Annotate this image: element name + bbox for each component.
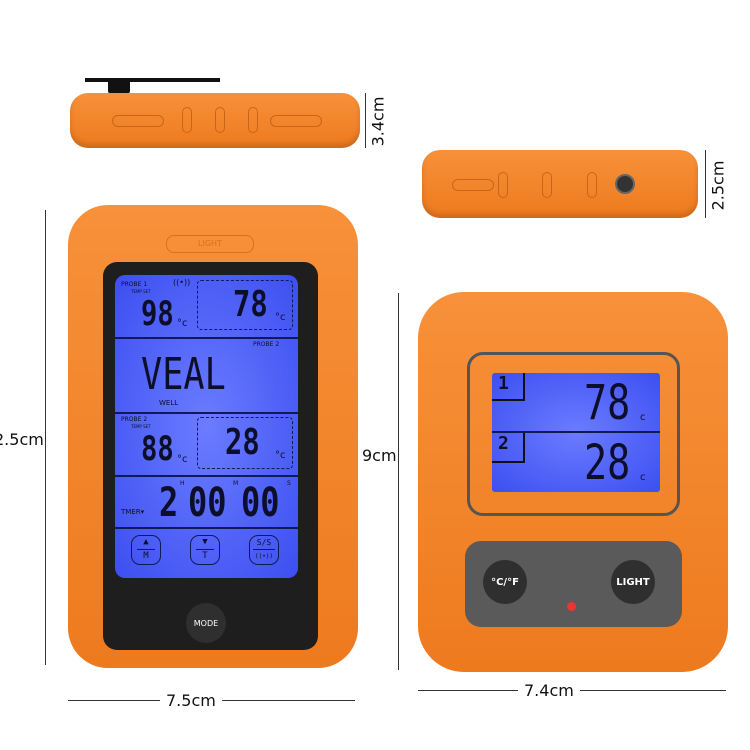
probe1-temp: 78 bbox=[233, 284, 268, 325]
channel-1-label: 1 bbox=[492, 373, 525, 401]
probe-clip bbox=[108, 78, 130, 94]
probe1-set-unit: °c bbox=[177, 318, 188, 329]
up-m-button[interactable]: ▲M bbox=[131, 535, 161, 565]
probe2-temp-unit: °c bbox=[275, 450, 286, 461]
timer-s-label: S bbox=[287, 480, 291, 487]
signal-icon: ((•)) bbox=[173, 278, 191, 287]
timer-minutes: 00 bbox=[188, 480, 227, 526]
right-lcd: 1 78 c 2 28 c bbox=[492, 373, 660, 492]
mode-button[interactable]: MODE bbox=[186, 603, 226, 643]
led-indicator bbox=[567, 602, 576, 611]
probe1-label: PROBE 1 bbox=[121, 281, 148, 288]
light-button[interactable]: LIGHT bbox=[611, 560, 655, 604]
timer-h-label: H bbox=[180, 480, 185, 487]
light-embossed: LIGHT bbox=[166, 235, 254, 253]
down-t-button[interactable]: ▼T bbox=[190, 535, 220, 565]
celsius-fahrenheit-button[interactable]: °C/°F bbox=[483, 560, 527, 604]
meat-type: VEAL bbox=[141, 349, 226, 400]
probe-wire bbox=[85, 78, 220, 82]
probe1-set: 98 bbox=[141, 294, 174, 334]
top-side-view bbox=[70, 93, 360, 148]
channel-2-unit: c bbox=[640, 472, 646, 483]
timer-seconds: 00 bbox=[241, 480, 280, 526]
channel-1-temp: 78 bbox=[584, 375, 631, 431]
channel-2-label: 2 bbox=[492, 433, 525, 463]
dim-left-height: 2.5cm bbox=[0, 430, 44, 449]
probe2-set: 88 bbox=[141, 429, 174, 469]
dim-right-side: 2.5cm bbox=[708, 160, 728, 211]
probe2-sub: TEMP SET bbox=[131, 424, 151, 429]
start-stop-button[interactable]: S/S((•)) bbox=[249, 535, 279, 565]
probe2-label: PROBE 2 bbox=[121, 416, 148, 423]
doneness: WELL bbox=[159, 399, 179, 407]
timer-m-label: M bbox=[233, 480, 239, 487]
dim-right-width: 7.4cm bbox=[518, 681, 580, 700]
channel-2-temp: 28 bbox=[584, 435, 631, 491]
right-side-view bbox=[422, 150, 698, 218]
timer-label: TMER▾ bbox=[121, 508, 145, 516]
probe-jack bbox=[615, 174, 635, 194]
probe1-temp-unit: °c bbox=[275, 312, 286, 323]
probe2-tag: PROBE 2 bbox=[253, 341, 280, 348]
probe2-set-unit: °c bbox=[177, 454, 188, 465]
dim-left-width: 7.5cm bbox=[160, 691, 222, 710]
probe1-sub: TEMP SET bbox=[131, 289, 151, 294]
timer-hours: 2 bbox=[159, 480, 179, 526]
probe2-temp: 28 bbox=[225, 422, 260, 463]
dim-top-side: 3.4cm bbox=[368, 96, 388, 147]
dim-right-height: 9cm bbox=[362, 446, 397, 465]
left-lcd: PROBE 1 TEMP SET ((•)) 98 °c 78 °c PROBE… bbox=[115, 275, 298, 578]
channel-1-unit: c bbox=[640, 412, 646, 423]
